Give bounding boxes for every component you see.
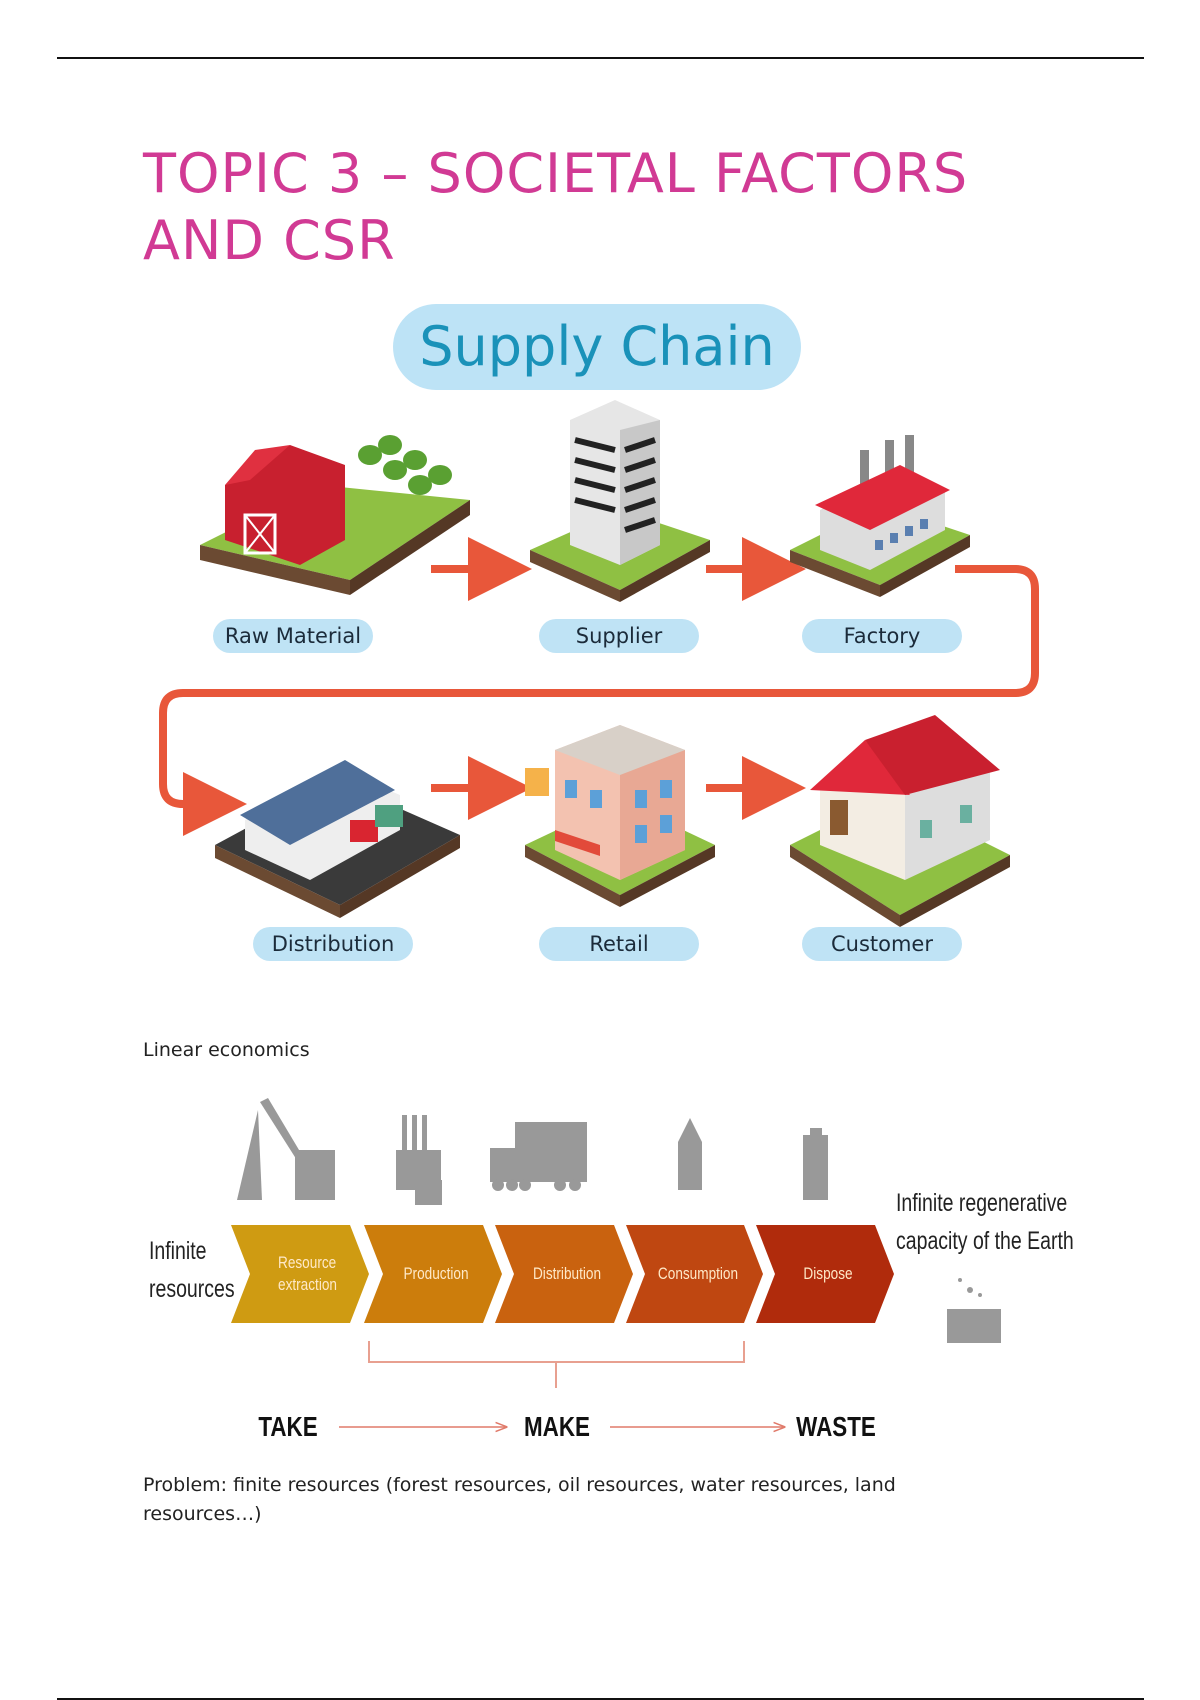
trash-can-icon: [803, 1128, 828, 1200]
right-label-line: Infinite regenerative: [896, 1189, 1068, 1217]
excavator-icon: [237, 1098, 335, 1200]
top-rule: [57, 57, 1144, 59]
stage-label: Raw Material: [213, 619, 373, 653]
connector-arrow: [159, 565, 1039, 836]
chevron-resource-extraction: [231, 1225, 369, 1323]
waste-pile-icon: [947, 1278, 1001, 1343]
problem-text: Problem: finite resources (forest resour…: [143, 1474, 896, 1525]
chevron-dispose: [756, 1225, 894, 1323]
linear-chevrons: [231, 1225, 894, 1323]
flow-make: MAKE: [524, 1411, 590, 1442]
title-line-2: AND CSR: [143, 209, 396, 272]
left-label-line: Infinite: [149, 1237, 207, 1265]
right-label-line: capacity of the Earth: [896, 1227, 1074, 1255]
step-label: Dispose: [803, 1264, 853, 1283]
barn-icon: [200, 435, 470, 595]
retail-store-icon: [525, 725, 715, 907]
step-label: Consumption: [657, 1264, 739, 1283]
supply-chain-title: Supply Chain: [393, 304, 801, 390]
page-title: TOPIC 3 – SOCIETAL FACTORS AND CSR: [143, 140, 968, 274]
house-silhouette-icon: [678, 1118, 702, 1190]
title-line-1: TOPIC 3 – SOCIETAL FACTORS: [143, 142, 969, 205]
step-label: Resource extraction: [278, 1253, 337, 1294]
factory-silhouette-icon: [396, 1115, 442, 1205]
stage-label: Retail: [539, 927, 699, 961]
stage-label: Customer: [802, 927, 962, 961]
bracket: [368, 1341, 745, 1388]
stage-label: Supplier: [539, 619, 699, 653]
bottom-rule: [57, 1698, 1144, 1700]
left-label: Infinite resources: [149, 1232, 235, 1308]
right-label: Infinite regenerative capacity of the Ea…: [896, 1184, 1074, 1260]
linear-caption: Linear economics: [143, 1039, 310, 1061]
left-label-line: resources: [149, 1275, 235, 1303]
warehouse-icon: [215, 760, 460, 918]
office-building-icon: [530, 400, 710, 602]
chevron-consumption: [626, 1225, 763, 1323]
house-icon: [790, 715, 1010, 927]
flow-take: TAKE: [258, 1411, 318, 1442]
chevron-production: [364, 1225, 502, 1323]
step-label: Production: [403, 1264, 469, 1283]
flow-arrows: [159, 537, 1039, 836]
step-label: Distribution: [532, 1264, 602, 1283]
factory-icon: [790, 435, 970, 597]
stage-label: Factory: [802, 619, 962, 653]
chevron-distribution: [495, 1225, 633, 1323]
stage-label: Distribution: [253, 927, 413, 961]
truck-icon: [490, 1122, 587, 1191]
flow-waste: WASTE: [796, 1411, 876, 1442]
